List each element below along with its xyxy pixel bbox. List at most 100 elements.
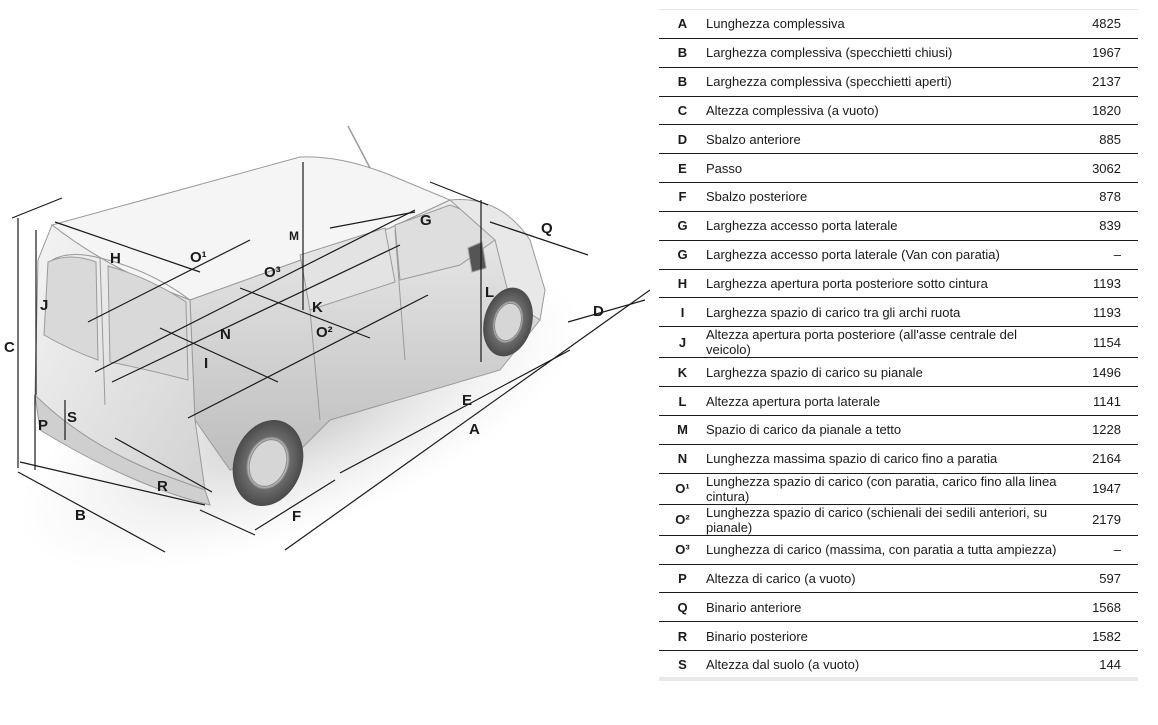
dimension-description: Larghezza apertura porta posteriore sott… (706, 276, 988, 292)
table-row: S Altezza dal suolo (a vuoto) 144 (659, 651, 1138, 680)
dimension-code: B (677, 45, 688, 61)
dim-label-j: J (40, 297, 48, 314)
table-row: F Sbalzo posteriore 878 (659, 183, 1138, 212)
dimension-code: K (677, 364, 688, 380)
table-row: H Larghezza apertura porta posteriore sot… (659, 269, 1138, 298)
dimension-value: 1967 (1092, 45, 1121, 61)
dim-label-g: G (420, 212, 432, 229)
dim-label-h: H (110, 250, 121, 267)
table-row: O³ Lunghezza di carico (massima, con para… (659, 535, 1138, 564)
dimension-value: 1820 (1092, 102, 1121, 118)
dimension-code: R (677, 628, 688, 644)
dimension-code: I (680, 304, 685, 320)
dimension-value: 1154 (1093, 334, 1121, 350)
dim-label-c: C (4, 339, 15, 356)
dim-label-o2: O² (316, 324, 333, 341)
table-row: P Altezza di carico (a vuoto) 597 (659, 564, 1138, 593)
table-row: B Larghezza complessiva (specchietti chiu… (659, 38, 1138, 68)
van-illustration: C J P S B R H O¹ O³ N O² I K M G L Q D E… (4, 125, 650, 572)
table-row: G Larghezza accesso porta laterale 839 (659, 211, 1138, 241)
dimension-description: Passo (706, 160, 743, 176)
dimension-letters: C J P S B R H O¹ O³ N O² I K M G L Q D E… (4, 212, 604, 525)
dim-label-l: L (485, 284, 494, 301)
dimension-value: 3062 (1092, 160, 1121, 176)
dimension-description: Lunghezza spazio di carico (schienali de… (706, 504, 1048, 535)
dimension-code: G (677, 218, 688, 234)
dimension-code: E (678, 160, 687, 176)
dimension-description: Larghezza complessiva (specchietti chius… (706, 45, 953, 61)
dim-label-s: S (67, 409, 77, 426)
dimension-code: O² (675, 512, 690, 528)
dimension-code: O³ (675, 542, 690, 558)
dimension-description: Altezza complessiva (a vuoto) (706, 102, 879, 118)
dimension-description: Larghezza complessiva (specchietti apert… (706, 74, 952, 90)
dimension-description: Sbalzo anteriore (706, 131, 801, 147)
dimension-value: 2164 (1092, 451, 1121, 467)
dimension-description: Sbalzo posteriore (706, 189, 808, 205)
front-wheel (483, 287, 533, 357)
dimension-description: Altezza di carico (a vuoto) (706, 570, 856, 586)
dimension-description: Lunghezza di carico (massima, con parati… (706, 542, 1057, 558)
dimension-value: 839 (1099, 218, 1121, 234)
dimension-code: M (677, 422, 688, 438)
dimension-value: 878 (1099, 189, 1121, 205)
dimension-lines (11, 162, 650, 553)
dimension-value: 2137 (1092, 74, 1121, 90)
table-row: L Altezza apertura porta laterale 1141 (659, 387, 1138, 416)
dimension-value: – (1113, 247, 1121, 263)
dimension-code: L (678, 393, 687, 409)
dim-label-o3: O³ (264, 264, 281, 281)
dimension-value: 885 (1099, 131, 1121, 147)
dimension-value: 1568 (1092, 599, 1121, 615)
dimension-value: 1496 (1092, 364, 1121, 380)
dimension-value: 1193 (1093, 304, 1121, 320)
dimension-description: Lunghezza massima spazio di carico fino … (706, 451, 998, 467)
dim-label-r: R (157, 478, 168, 495)
dim-label-m: M (289, 229, 299, 243)
dimension-code: F (678, 189, 687, 205)
table-row: B Larghezza complessiva (specchietti aper… (659, 67, 1138, 97)
dimension-description: Altezza apertura porta posteriore (all'a… (706, 327, 1018, 358)
dim-label-f: F (292, 508, 301, 525)
dimension-value: 597 (1099, 570, 1121, 586)
dimension-code: A (677, 16, 688, 32)
table-row: N Lunghezza massima spazio di carico fino… (659, 444, 1138, 474)
dimension-value: 1141 (1093, 393, 1121, 409)
dim-label-b: B (75, 507, 86, 524)
dimension-value: 1947 (1092, 481, 1121, 497)
dimension-value: 4825 (1092, 16, 1121, 32)
dimension-description: Lunghezza spazio di carico (con paratia,… (706, 473, 1057, 504)
dimension-code: Q (677, 599, 688, 615)
dim-label-k: K (312, 299, 323, 316)
dim-label-a: A (469, 421, 480, 438)
dimension-description: Larghezza spazio di carico tra gli archi… (706, 304, 961, 320)
dimension-code: H (677, 276, 688, 292)
dimension-code: B (677, 74, 688, 90)
dimension-value: 1193 (1093, 276, 1121, 292)
dimension-description: Altezza apertura porta laterale (706, 393, 881, 409)
van-dimensions-figure: C J P S B R H O¹ O³ N O² I K M G L Q D E… (4, 125, 650, 572)
dimension-value: 1582 (1092, 628, 1121, 644)
van-body (34, 125, 546, 506)
dimension-value: 144 (1099, 656, 1121, 672)
dimension-code: S (678, 656, 687, 672)
dimension-description: Larghezza accesso porta laterale (706, 218, 898, 234)
dim-label-i: I (204, 355, 208, 372)
dimension-description: Larghezza accesso porta laterale (Van co… (706, 247, 1000, 263)
dimension-code: N (677, 451, 688, 467)
dimension-value: 2179 (1092, 512, 1121, 528)
dimension-description: Altezza dal suolo (a vuoto) (706, 656, 860, 672)
dimension-code: P (678, 570, 687, 586)
dimension-code: O¹ (675, 481, 690, 497)
dim-label-q: Q (541, 220, 553, 237)
dim-label-p: P (38, 417, 48, 434)
table-row: O² Lunghezza spazio di carico (schienali … (659, 504, 1138, 536)
